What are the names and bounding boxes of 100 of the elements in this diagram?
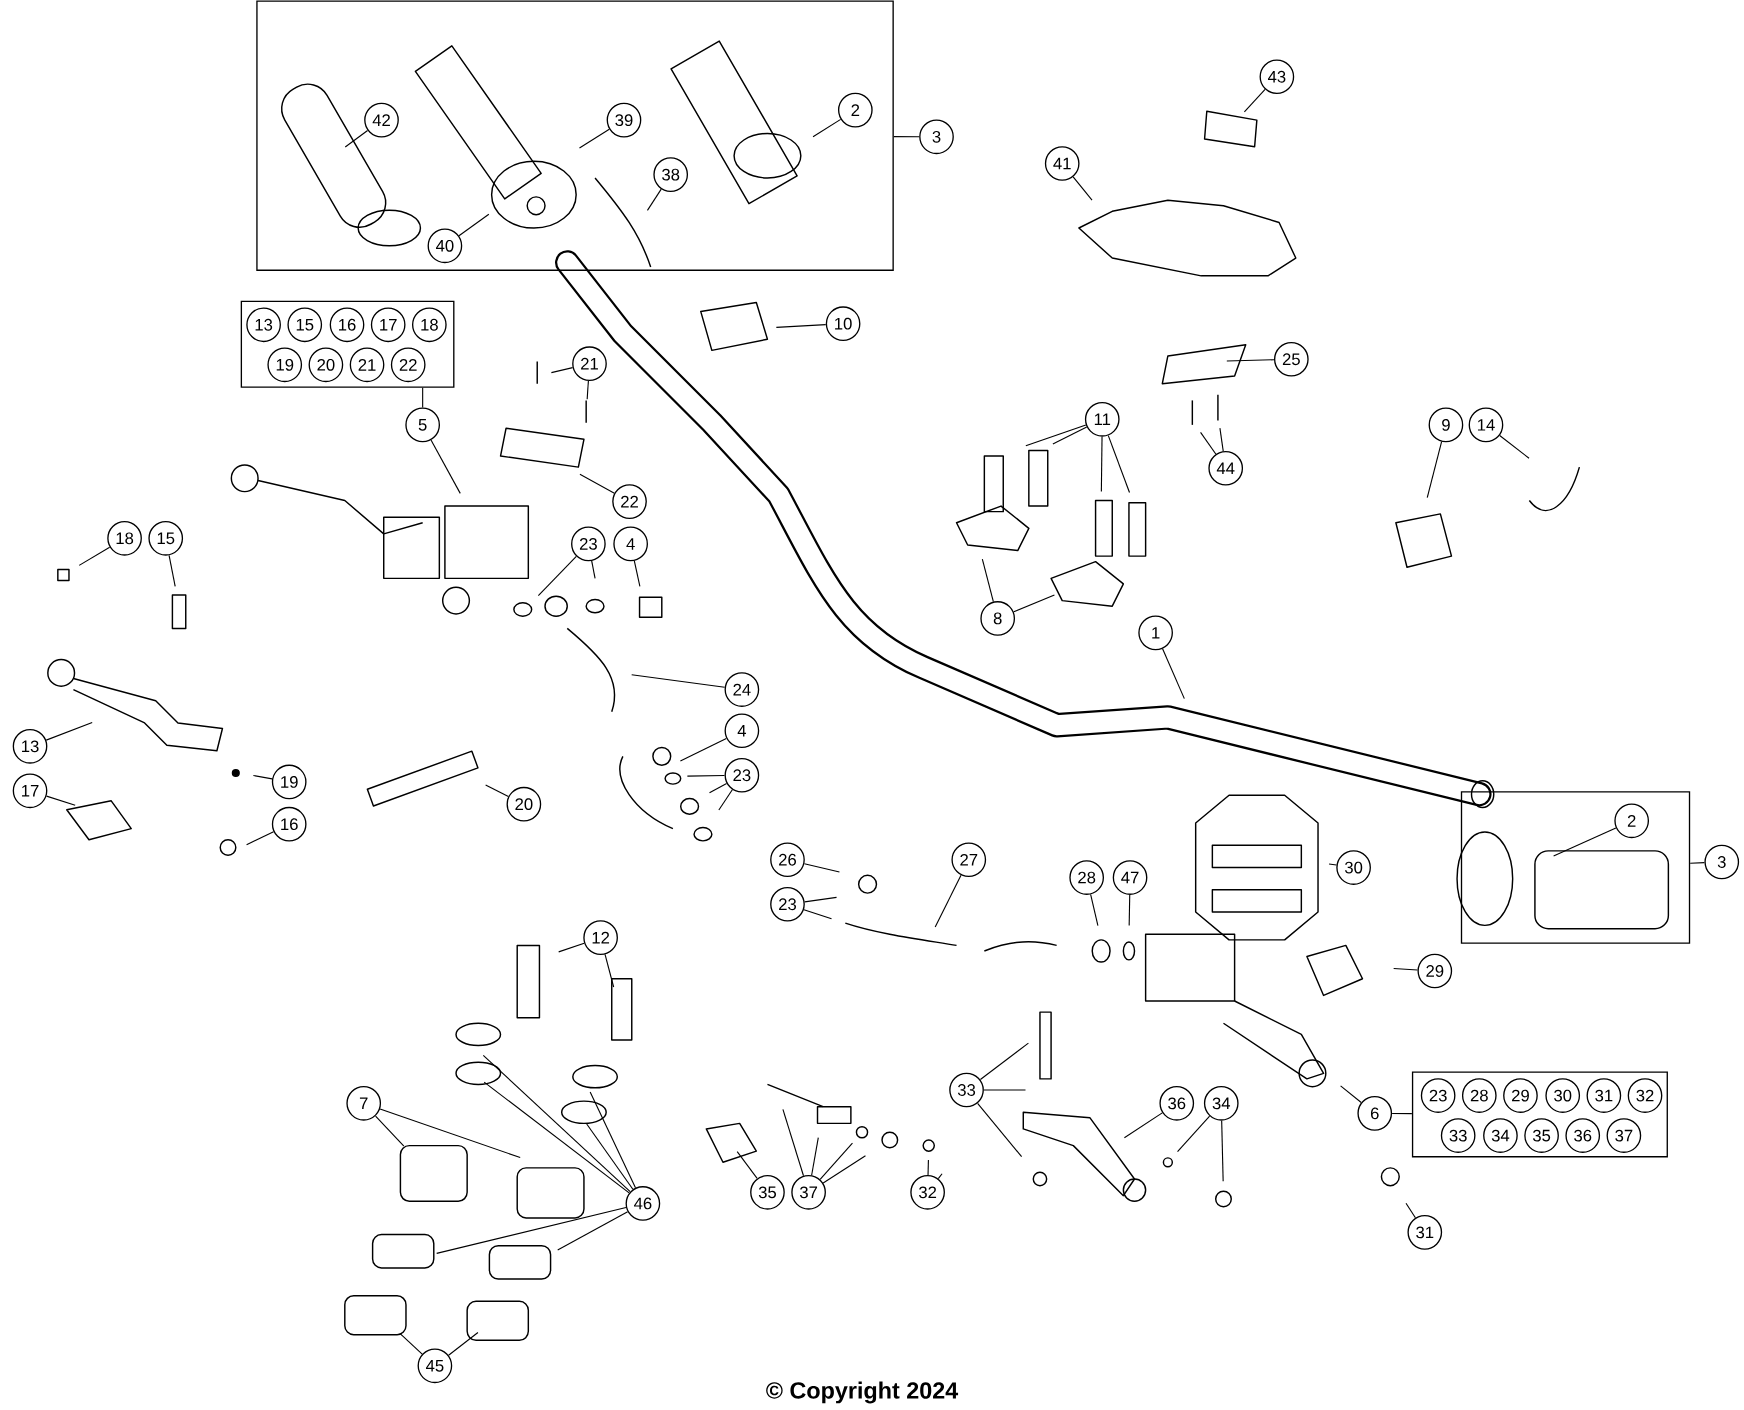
leader-line [1100, 435, 1103, 492]
callout-number: 26 [770, 842, 805, 877]
callout-number: 18 [107, 520, 142, 556]
leader-line [1499, 434, 1530, 459]
callout-number: 2 [1614, 803, 1650, 839]
leader-line [679, 737, 727, 762]
callout-number: 4 [613, 526, 648, 562]
leader-line [981, 558, 994, 602]
callout-number: 41 [1044, 146, 1080, 181]
callout-number: 2 [837, 92, 873, 128]
callout-number: 22 [612, 484, 647, 519]
leader-line [246, 830, 275, 846]
leader-line [1177, 1115, 1211, 1153]
callout-number: 6 [1357, 1095, 1393, 1131]
callout-number: 34 [1203, 1085, 1239, 1121]
leader-line [436, 1206, 627, 1254]
leader-line [46, 795, 76, 806]
callout-number: 11 [1084, 401, 1120, 437]
callout-number: 17 [12, 773, 48, 808]
leader-line [1052, 426, 1088, 445]
callout-number: 19 [267, 347, 303, 382]
callout-number: 40 [427, 228, 463, 263]
leader-line [344, 129, 369, 148]
callout-number: 19 [271, 764, 307, 800]
leader-line [718, 789, 733, 811]
callout-number: 34 [1483, 1118, 1518, 1153]
callout-number: 23 [724, 757, 760, 793]
leader-line [550, 366, 574, 373]
callout-number: 31 [1586, 1078, 1622, 1113]
leader-line [537, 555, 577, 597]
leader-line [1090, 893, 1099, 927]
leader-line [430, 439, 461, 494]
leader-line [1072, 176, 1093, 201]
callout-number: 10 [825, 306, 861, 341]
leader-line [803, 908, 833, 920]
callout-number: 21 [349, 347, 385, 382]
leader-line [1221, 1120, 1224, 1182]
leader-line [983, 1089, 1027, 1091]
callout-number: 24 [724, 672, 760, 707]
callout-number: 1 [1138, 615, 1173, 651]
leader-line [1013, 594, 1055, 613]
callout-number: 37 [791, 1174, 826, 1210]
leader-line [1107, 434, 1131, 493]
leader-line [558, 942, 585, 953]
leader-line [927, 1159, 929, 1176]
leader-line [979, 1042, 1029, 1080]
leader-line [589, 1091, 637, 1189]
leader-line [375, 1115, 405, 1147]
leader-line [483, 1081, 630, 1194]
callout-number: 13 [246, 307, 281, 342]
callout-number: 44 [1208, 450, 1244, 486]
leader-line [78, 546, 111, 566]
callout-number: 22 [390, 347, 426, 382]
leader-line [1123, 1112, 1163, 1139]
callout-number: 16 [329, 307, 365, 342]
callout-number: 29 [1503, 1078, 1538, 1113]
callout-number: 32 [1627, 1078, 1663, 1113]
leader-line [819, 1142, 853, 1180]
leader-line [812, 118, 842, 138]
leader-line [804, 896, 838, 903]
leader-line [579, 473, 615, 494]
leader-line [1689, 861, 1705, 864]
callout-number: 28 [1461, 1078, 1497, 1113]
leader-line [631, 674, 726, 688]
callout-number: 13 [12, 728, 48, 764]
leader-line [1128, 894, 1131, 926]
leader-line [1226, 359, 1275, 362]
leader-line [1340, 1085, 1362, 1103]
leader-line [379, 1108, 521, 1158]
leader-line [1391, 1112, 1413, 1114]
leader-line [1426, 440, 1443, 498]
callout-number: 45 [417, 1348, 453, 1384]
callout-number: 20 [506, 786, 542, 822]
leader-line [1200, 431, 1217, 455]
leader-line [893, 135, 920, 138]
leader-line [252, 774, 273, 780]
leader-line [1553, 827, 1617, 857]
callout-number: 39 [606, 102, 642, 138]
callout-number: 23 [770, 886, 805, 922]
leader-line [578, 128, 610, 149]
parts-group-box [1411, 1071, 1668, 1158]
callout-number: 27 [951, 842, 987, 877]
leader-line [1328, 863, 1337, 866]
leader-line [1219, 427, 1224, 452]
leader-line [633, 560, 641, 587]
leader-line [458, 213, 490, 237]
callout-number: 3 [919, 119, 954, 154]
leader-line [1405, 1202, 1416, 1219]
leader-line [775, 323, 827, 328]
callout-number: 4 [724, 713, 760, 748]
leader-line [822, 1155, 866, 1184]
callout-number: 33 [1440, 1118, 1476, 1153]
leader-line [934, 874, 962, 928]
callout-number: 12 [583, 920, 618, 955]
callout-number: 9 [1428, 407, 1464, 443]
callout-number: 30 [1545, 1078, 1581, 1113]
callout-number: 14 [1468, 407, 1504, 443]
callout-number: 38 [653, 157, 689, 192]
callout-number: 16 [271, 806, 307, 842]
callout-number: 23 [1420, 1078, 1456, 1113]
